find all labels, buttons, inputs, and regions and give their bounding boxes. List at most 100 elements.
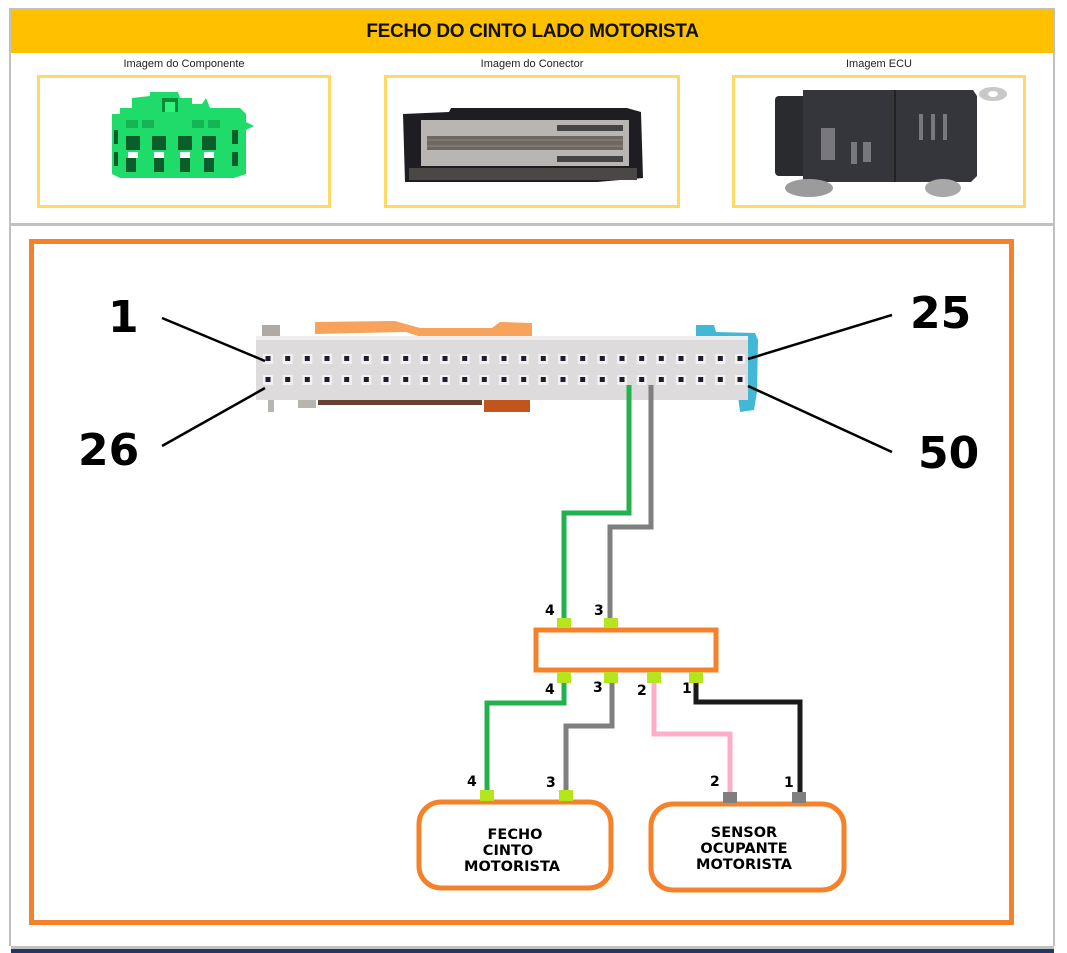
connector-pin-38 xyxy=(501,377,507,382)
connector-pin-34 xyxy=(422,377,428,382)
connector-pin-32 xyxy=(383,377,389,382)
sensor-ocupante-motorista-box[interactable] xyxy=(648,801,847,893)
splice-top-label-3: 3 xyxy=(594,603,604,619)
splice-top-label-4: 4 xyxy=(545,603,555,619)
connector-pin-19 xyxy=(619,356,625,361)
splice-top-pin-3 xyxy=(604,618,618,628)
connector-pin-33 xyxy=(403,377,409,382)
connector-pin-24 xyxy=(717,356,723,361)
connector-pin-36 xyxy=(462,377,468,382)
wire-black-splice-to-sensor[interactable] xyxy=(693,683,803,792)
connector-pin-46 xyxy=(658,377,664,382)
connector-pin-23 xyxy=(698,356,704,361)
connector-latch-orange xyxy=(315,321,532,340)
connector-pin-15 xyxy=(540,356,546,361)
connector-foot-left xyxy=(268,400,274,412)
connector-foot-2 xyxy=(298,400,316,408)
connector-pin-14 xyxy=(521,356,527,361)
title-bar: FECHO DO CINTO LADO MOTORISTA xyxy=(11,10,1054,53)
connector-pin-6 xyxy=(363,356,369,361)
sensor-label-1: 1 xyxy=(784,775,794,791)
connector-pin-20 xyxy=(639,356,645,361)
ecu-image-panel: Imagem ECU xyxy=(732,55,1026,223)
splice-bottom-pin-3 xyxy=(604,672,618,683)
component-image-panel: Imagem do Componente xyxy=(37,55,331,223)
connector-pin-25 xyxy=(737,356,743,361)
connector-pin-3 xyxy=(304,356,310,361)
wire-green-ecu-to-splice[interactable] xyxy=(561,385,632,620)
sensor-label-line-3: MOTORISTA xyxy=(696,857,792,873)
wire-green-splice-to-fecho[interactable] xyxy=(484,683,567,792)
ecu-pin-label-1: 1 xyxy=(108,292,139,343)
connector-pin-18 xyxy=(599,356,605,361)
connector-pin-9 xyxy=(422,356,428,361)
sensor-label-2: 2 xyxy=(710,774,720,790)
connector-pin-10 xyxy=(442,356,448,361)
ecu-pin-label-25: 25 xyxy=(910,288,972,339)
connector-pin-21 xyxy=(658,356,664,361)
leader-line-pin-26 xyxy=(161,386,266,448)
splice-connector[interactable] xyxy=(533,627,719,673)
splice-bottom-label-2: 2 xyxy=(637,683,647,699)
splice-top-pin-4 xyxy=(557,618,571,628)
fecho-cinto-motorista-label: FECHO CINTO MOTORISTA xyxy=(419,827,611,875)
fecho-pin-4 xyxy=(480,790,494,801)
connector-pin-31 xyxy=(363,377,369,382)
connector-pin-22 xyxy=(678,356,684,361)
connector-pin-13 xyxy=(501,356,507,361)
connector-image-panel: Imagem do Conector xyxy=(384,55,680,223)
ecu-connector-photo-icon xyxy=(403,108,643,182)
fecho-label-3: 3 xyxy=(546,775,556,791)
connector-pin-5 xyxy=(344,356,350,361)
images-row: Imagem do Componente Imagem do Con xyxy=(11,55,1054,226)
connector-pin-42 xyxy=(580,377,586,382)
connector-pin-40 xyxy=(540,377,546,382)
connector-pin-26 xyxy=(265,377,271,382)
connector-pin-43 xyxy=(599,377,605,382)
connector-pin-12 xyxy=(481,356,487,361)
ecu-image-caption: Imagem ECU xyxy=(845,58,913,70)
fecho-cinto-motorista-box[interactable] xyxy=(416,799,614,891)
connector-pin-37 xyxy=(481,377,487,382)
connector-housing-highlight xyxy=(256,336,748,340)
leader-line-pin-25 xyxy=(747,313,893,361)
connector-pin-7 xyxy=(383,356,389,361)
ecu-pin-label-50: 50 xyxy=(918,428,980,479)
connector-pin-48 xyxy=(698,377,704,382)
green-connector-icon xyxy=(112,92,254,178)
splice-bottom-pin-1 xyxy=(689,672,703,683)
connector-pin-49 xyxy=(717,377,723,382)
connector-pin-27 xyxy=(285,377,291,382)
connector-pin-17 xyxy=(580,356,586,361)
page-title: FECHO DO CINTO LADO MOTORISTA xyxy=(366,20,699,42)
connector-image xyxy=(384,75,680,208)
wiring-diagram-frame xyxy=(29,239,1014,925)
connector-pin-2 xyxy=(285,356,291,361)
wire-gray-splice-to-fecho[interactable] xyxy=(563,683,615,792)
fecho-label-line-1: FECHO xyxy=(487,827,543,843)
connector-pin-44 xyxy=(619,377,625,382)
connector-pin-29 xyxy=(324,377,330,382)
component-image xyxy=(37,75,331,208)
connector-pin-47 xyxy=(678,377,684,382)
ecu-module-photo-icon xyxy=(775,87,1007,197)
wire-gray-ecu-to-splice[interactable] xyxy=(607,385,654,620)
connector-pin-45 xyxy=(639,377,645,382)
connector-pin-39 xyxy=(521,377,527,382)
wire-pink-splice-to-sensor[interactable] xyxy=(651,683,733,792)
connector-pin-16 xyxy=(560,356,566,361)
connector-pin-grid xyxy=(263,354,745,385)
leader-line-pin-50 xyxy=(747,384,893,454)
connector-pin-1 xyxy=(265,356,271,361)
connector-image-caption: Imagem do Conector xyxy=(480,58,584,70)
connector-pin-41 xyxy=(560,377,566,382)
fecho-label-4: 4 xyxy=(467,774,477,790)
splice-bottom-pin-4 xyxy=(557,672,571,683)
fecho-pin-3 xyxy=(559,790,573,801)
connector-bottom-orange xyxy=(484,400,530,412)
sensor-pin-1 xyxy=(792,792,806,803)
connector-pin-28 xyxy=(304,377,310,382)
sensor-label-line-2: OCUPANTE xyxy=(700,841,788,857)
ecu-image xyxy=(732,75,1026,208)
